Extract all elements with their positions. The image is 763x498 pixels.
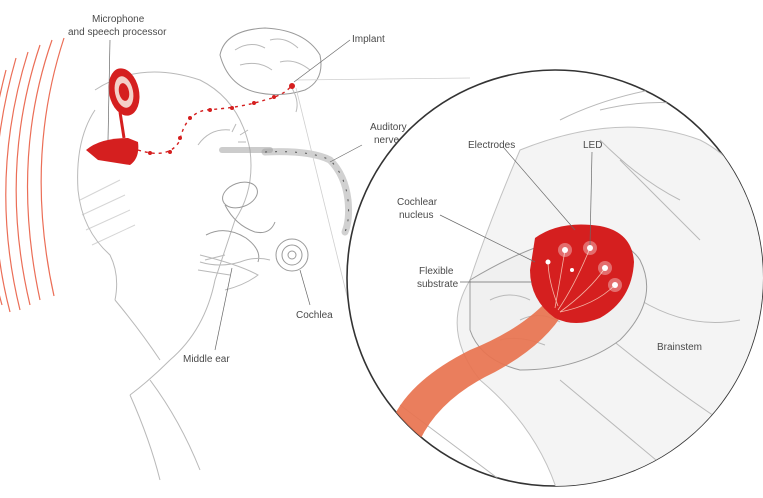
label-cochlear-nucleus-line1: Cochlear — [397, 197, 438, 208]
label-flexible-substrate-line1: Flexible — [419, 266, 454, 277]
label-brainstem: Brainstem — [657, 342, 702, 353]
label-flexible-substrate-line2: substrate — [417, 279, 459, 290]
sound-waves-icon — [0, 38, 64, 312]
implant-wire — [138, 85, 292, 155]
label-cochlea: Cochlea — [296, 310, 333, 321]
label-electrodes: Electrodes — [468, 140, 515, 151]
label-middle-ear: Middle ear — [183, 354, 230, 365]
label-microphone-line1: Microphone — [92, 14, 145, 25]
label-implant: Implant — [352, 34, 385, 45]
head-sketch — [78, 72, 258, 480]
brain-sketch — [220, 28, 321, 112]
label-led: LED — [583, 140, 602, 151]
magnified-view — [347, 70, 763, 498]
label-cochlear-nucleus-line2: nucleus — [399, 210, 433, 221]
speech-processor-icon — [86, 65, 144, 165]
label-microphone-line2: and speech processor — [68, 27, 167, 38]
auditory-nerve-sketch — [198, 124, 349, 232]
label-auditory-nerve-line2: nerve — [374, 135, 399, 146]
inner-ear-sketch — [198, 178, 308, 275]
label-auditory-nerve-line1: Auditory — [370, 122, 407, 133]
